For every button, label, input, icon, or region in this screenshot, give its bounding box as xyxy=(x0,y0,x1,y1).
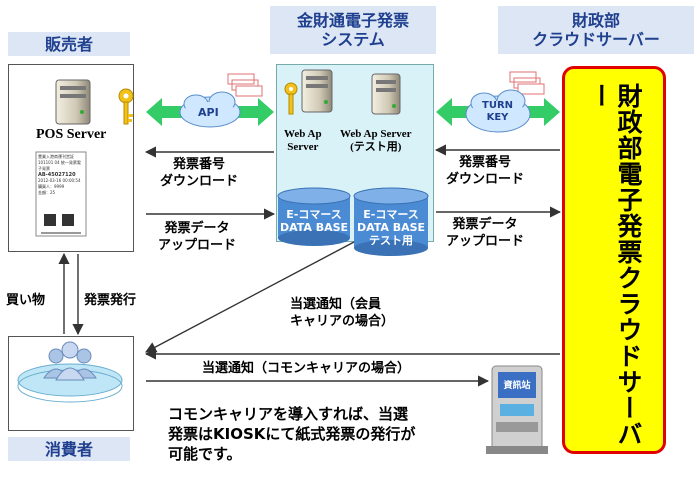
web-ap-server-label-line1: Web Ap xyxy=(284,128,322,140)
consumer-people-icon xyxy=(17,341,123,403)
receipt-line: 購買人：9999 xyxy=(38,184,65,189)
turnkey-label-line2: KEY xyxy=(486,112,509,123)
database-label-2-line3: テスト用 xyxy=(369,234,413,247)
right-download-label-line2: ダウンロード xyxy=(446,172,525,187)
right-upload-label-line2: アップロード xyxy=(446,234,525,249)
mof-server-box: 財政部電子発票クラウドサーバー xyxy=(562,66,666,454)
pos-server-icon xyxy=(55,79,91,125)
database-label-2-line1: E-コマース xyxy=(363,208,419,221)
database-label-1: E-コマース DATA BASE xyxy=(278,208,350,234)
api-cloud-icon xyxy=(179,91,241,128)
database-label-2-line2: DATA BASE xyxy=(356,221,426,234)
key-icon-system xyxy=(284,82,298,115)
key-icon-pos xyxy=(118,88,134,125)
web-ap-server-test-label-line2: (テスト用) xyxy=(350,141,402,153)
pos-server-label: POS Server xyxy=(36,127,107,142)
left-download-label: 発票番号 ダウンロード xyxy=(160,156,238,190)
right-download-label: 発票番号 ダウンロード xyxy=(446,154,524,188)
database-icon-2 xyxy=(353,187,429,256)
receipt-line: 2012-03-16 00:00:54 xyxy=(38,178,81,183)
web-ap-server-label-line2: Server xyxy=(287,141,319,153)
seller-header: 販売者 xyxy=(8,32,130,56)
win-member-label: 当選通知（会員 キャリアの場合） xyxy=(290,296,394,330)
left-upload-label-line1: 発票データ xyxy=(164,221,230,236)
database-label-1-line2: DATA BASE xyxy=(279,221,349,234)
document-stack-icon-right xyxy=(509,71,545,95)
system-header: 金財通電子発票 システム xyxy=(270,6,436,54)
kiosk-note-line2: 発票はKIOSKにて紙式発票の発行が xyxy=(168,425,416,443)
kiosk-note-line3: 可能です。 xyxy=(168,445,242,463)
receipt-text: 豊業入港商運刊営証 101101 04 統一発票電子発票 AB-45027120… xyxy=(38,154,84,196)
web-ap-server-icon xyxy=(301,69,333,113)
database-icon-1 xyxy=(277,187,351,246)
kiosk-note: コモンキャリアを導入すれば、当選 発票はKIOSKにて紙式発票の発行が 可能です… xyxy=(168,404,415,464)
turnkey-label: TURN KEY xyxy=(482,100,513,124)
kiosk-screen-text: 資訊站 xyxy=(503,381,531,391)
receipt-line: 豊業入港商運刊営証 xyxy=(38,154,74,159)
win-member-label-line2: キャリアの場合） xyxy=(290,314,395,329)
web-ap-server-test-label-line1: Web Ap Server xyxy=(340,128,412,140)
left-download-label-line2: ダウンロード xyxy=(160,174,239,189)
purchase-label: 買い物 xyxy=(6,293,46,308)
mof-header: 財政部 クラウドサーバー xyxy=(498,6,694,54)
receipt-line: AB-45027120 xyxy=(38,172,76,178)
web-ap-server-test-icon xyxy=(371,73,401,115)
system-header-line2: システム xyxy=(321,30,385,49)
win-member-label-line1: 当選通知（会員 xyxy=(290,297,382,312)
right-upload-label: 発票データ アップロード xyxy=(446,216,524,250)
right-download-label-line1: 発票番号 xyxy=(459,155,512,170)
arrow-win-member xyxy=(145,241,355,353)
left-download-label-line1: 発票番号 xyxy=(173,157,226,172)
system-header-line1: 金財通電子発票 xyxy=(296,11,409,30)
right-upload-label-line1: 発票データ xyxy=(452,217,518,232)
mof-header-line2: クラウドサーバー xyxy=(532,30,660,49)
receipt-line: 金額：25 xyxy=(38,190,56,195)
database-label-1-line1: E-コマース xyxy=(286,208,342,221)
win-common-label: 当選通知（コモンキャリアの場合） xyxy=(202,361,411,376)
turnkey-label-line1: TURN xyxy=(482,100,514,111)
receipt-icon xyxy=(35,151,87,237)
left-upload-label: 発票データ アップロード xyxy=(158,220,236,254)
document-stack-icon-left xyxy=(227,73,263,97)
left-upload-label-line2: アップロード xyxy=(158,238,237,253)
api-label: API xyxy=(198,106,219,119)
mof-header-line1: 財政部 xyxy=(571,11,620,30)
kiosk-note-line1: コモンキャリアを導入すれば、当選 xyxy=(168,405,409,423)
turnkey-cloud-icon xyxy=(465,89,531,133)
web-ap-server-label: Web Ap Server xyxy=(284,128,322,154)
receipt-line: 101101 04 統一発票電子発票 xyxy=(38,160,81,171)
consumer-header: 消費者 xyxy=(8,437,130,461)
database-label-2: E-コマース DATA BASE テスト用 xyxy=(354,208,428,247)
kiosk-icon xyxy=(486,365,548,454)
mof-server-text: 財政部電子発票クラウドサーバー xyxy=(586,83,643,447)
web-ap-server-test-label: Web Ap Server (テスト用) xyxy=(340,128,412,154)
issue-label: 発票発行 xyxy=(84,293,137,308)
